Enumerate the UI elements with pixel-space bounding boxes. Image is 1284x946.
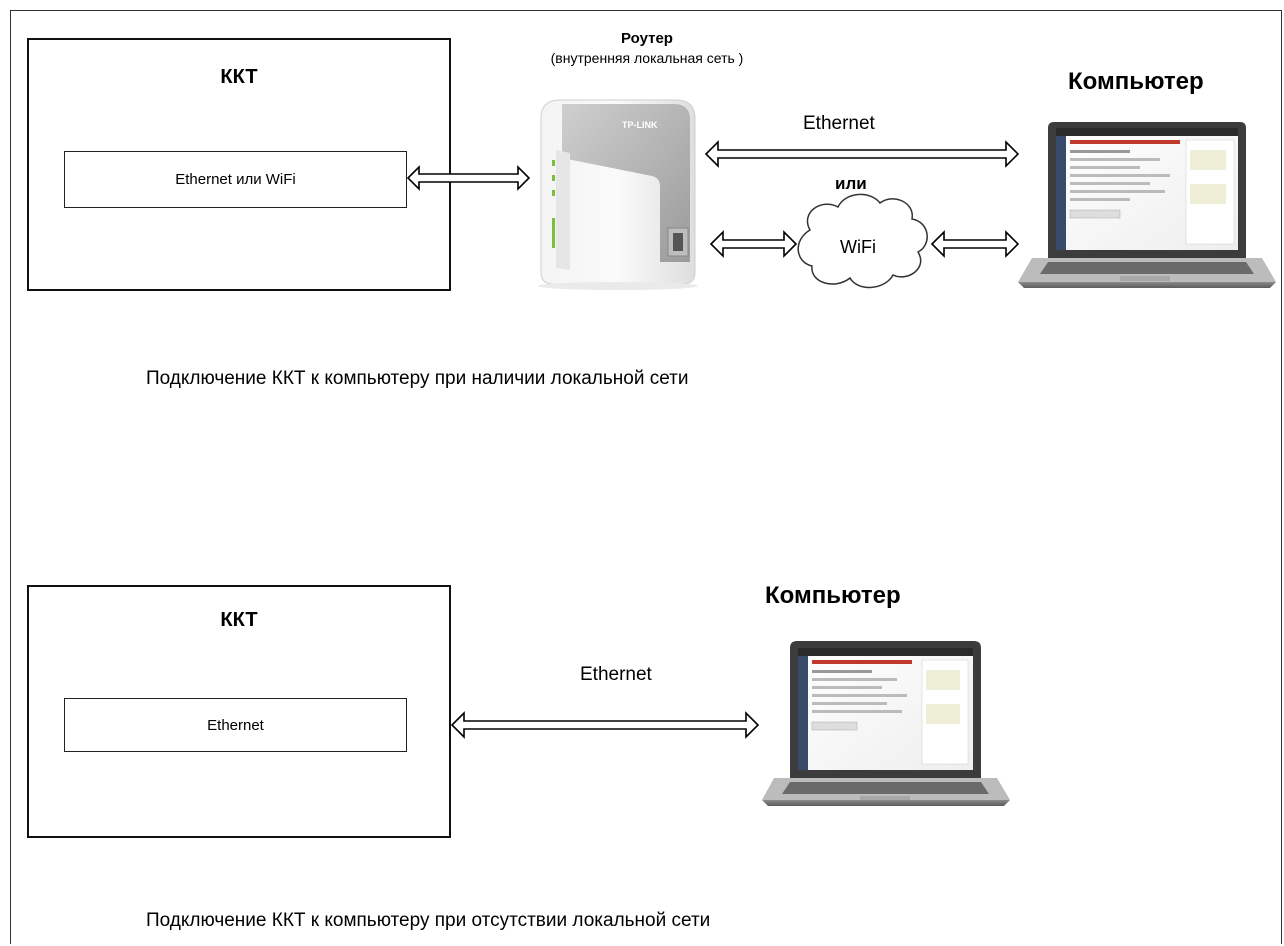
kkt-title-top: ККТ (220, 66, 258, 88)
laptop-top-icon (1018, 122, 1276, 288)
link-label-ethernet-bottom: Ethernet (580, 664, 652, 685)
kkt-interface-top: Ethernet или WiFi (64, 151, 407, 208)
or-label: или (835, 174, 867, 193)
caption-top: Подключение ККТ к компьютеру при наличии… (146, 368, 689, 389)
wifi-label: WiFi (840, 237, 876, 257)
router-icon: TP-LINK (538, 99, 698, 290)
arrow-router-wifi (709, 230, 798, 258)
router-brand: TP-LINK (622, 120, 658, 130)
arrow-kkt-router (406, 165, 531, 191)
computer-title-bottom: Компьютер (765, 582, 901, 609)
kkt-box-top: ККТ Ethernet или WiFi (27, 38, 451, 291)
router-title: Роутер (621, 30, 673, 47)
laptop-bottom-icon (762, 641, 1010, 806)
kkt-box-bottom: ККТ Ethernet (27, 585, 451, 838)
kkt-interface-bottom: Ethernet (64, 698, 407, 752)
kkt-title-bottom: ККТ (220, 609, 258, 631)
computer-title-top: Компьютер (1068, 68, 1204, 95)
arrow-router-computer-ethernet (704, 140, 1020, 168)
caption-bottom: Подключение ККТ к компьютеру при отсутст… (146, 910, 711, 931)
wifi-cloud-icon: WiFi (797, 193, 928, 289)
arrow-wifi-computer (930, 230, 1020, 258)
router-subtitle: (внутренняя локальная сеть ) (550, 50, 744, 66)
link-label-ethernet-top: Ethernet (803, 113, 875, 134)
arrow-kkt-computer-bottom (450, 711, 760, 739)
page-frame (10, 10, 1282, 944)
